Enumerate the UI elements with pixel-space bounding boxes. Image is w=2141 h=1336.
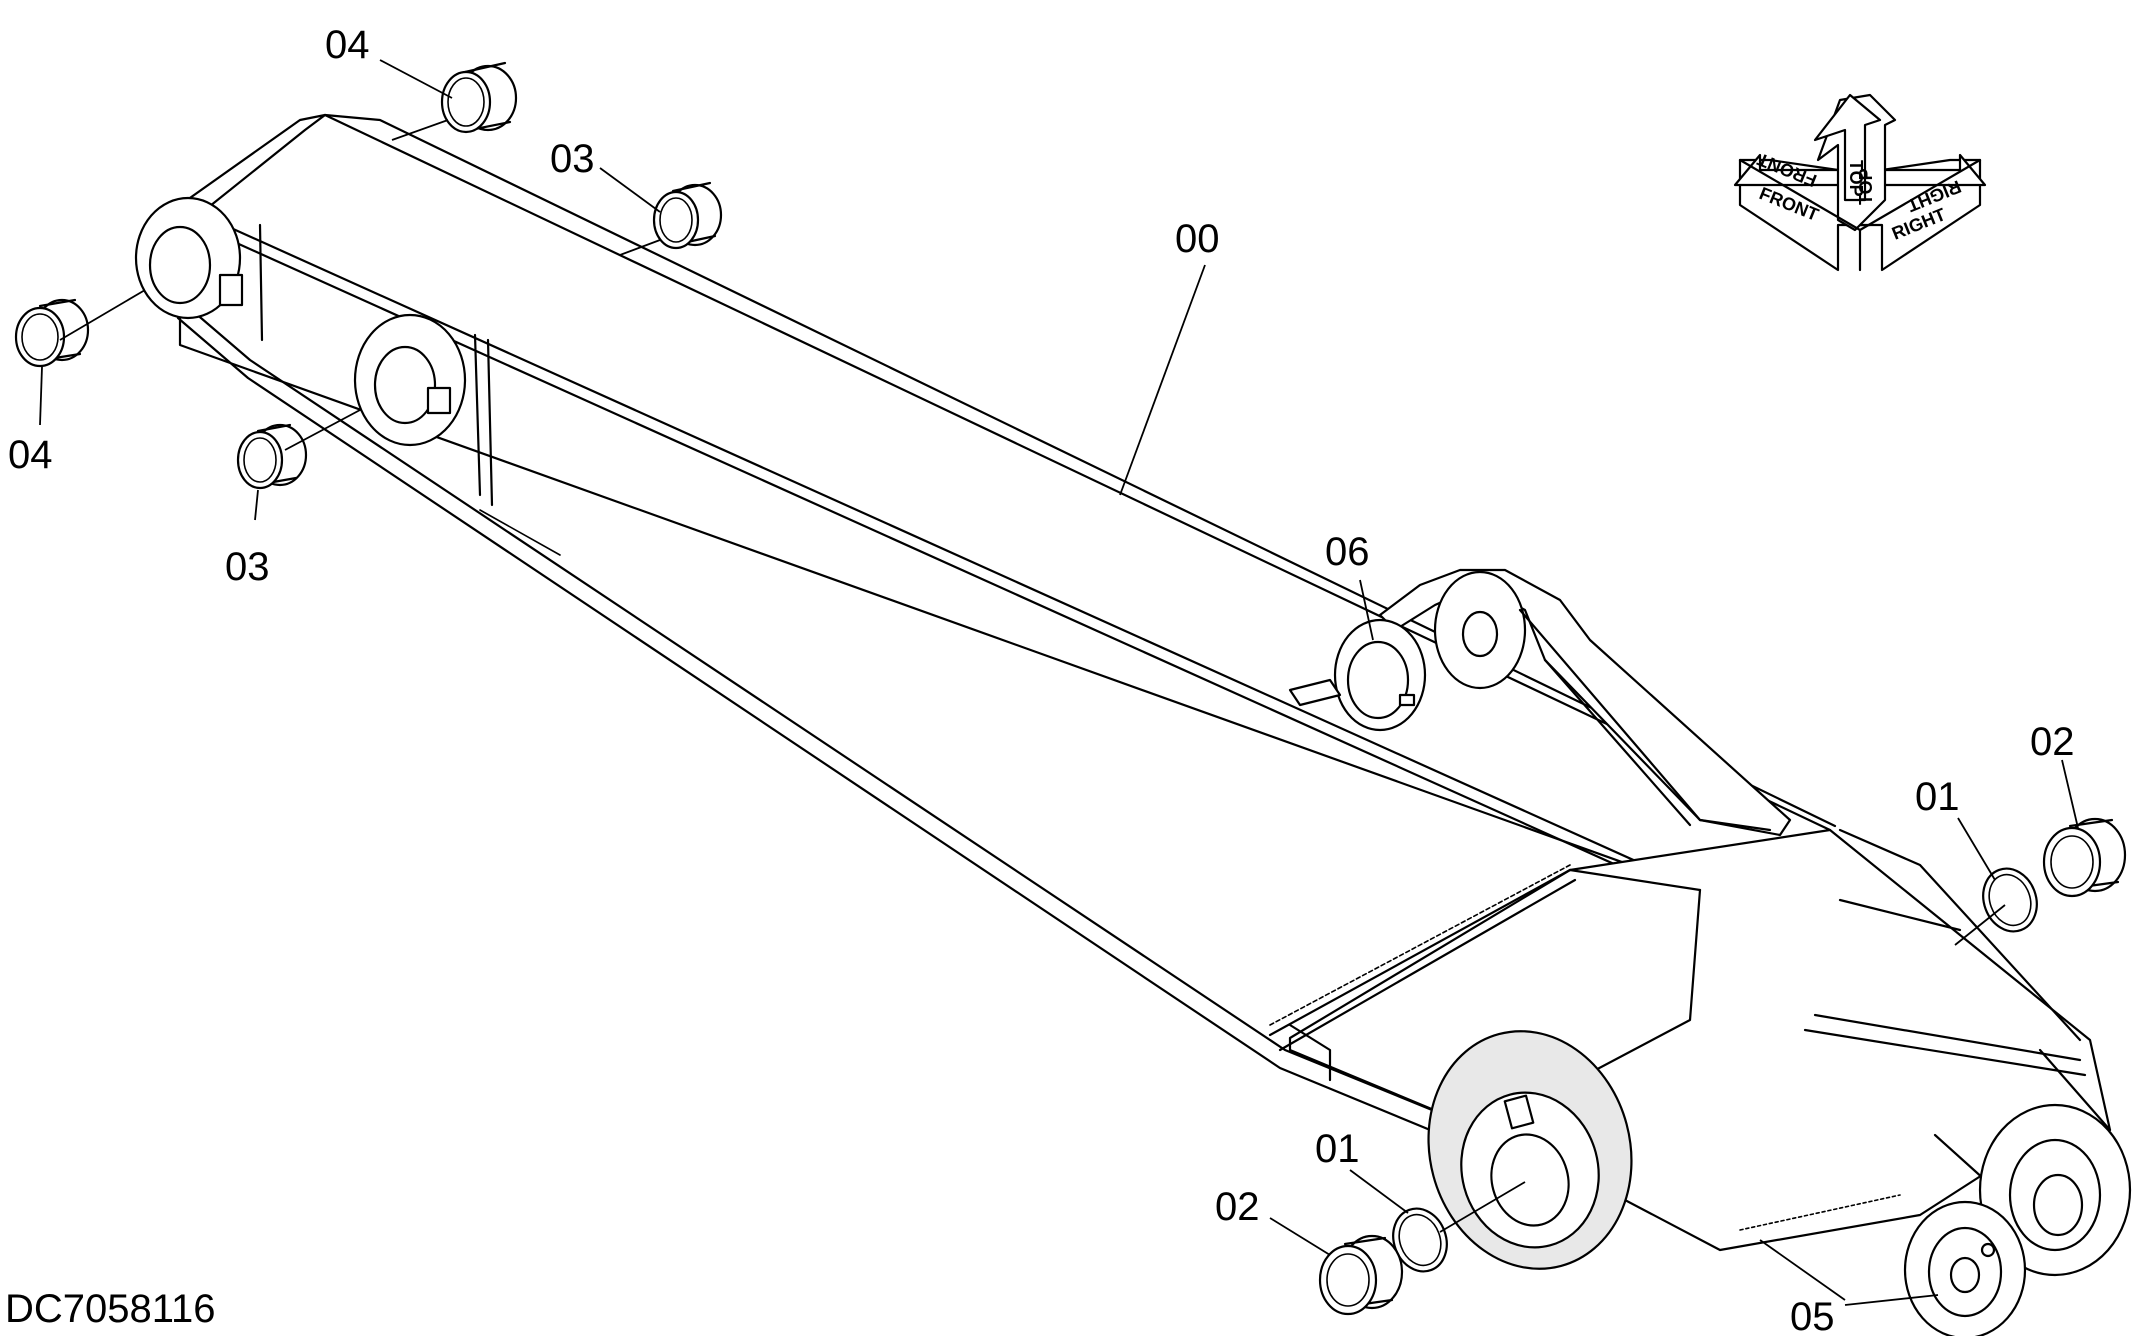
callout-02-bottom: 02 xyxy=(1215,1185,1260,1229)
callout-02-right: 02 xyxy=(2030,720,2075,764)
ring-01-right xyxy=(1982,867,2038,933)
callout-03-top: 03 xyxy=(550,137,595,181)
orientation-arrows: FRONT FRONT RIGHT RIGHT TOP TOP xyxy=(1733,93,1987,272)
label-top: TOP xyxy=(1846,160,1866,197)
callout-labels: 04 03 04 03 00 06 01 02 01 02 05 xyxy=(8,23,2075,1336)
label-top-mirror: TOP xyxy=(1856,168,1876,205)
callout-01-right: 01 xyxy=(1915,775,1960,819)
arm-body xyxy=(176,113,2132,1336)
bushing-02-right xyxy=(2042,817,2127,898)
bushing-02-bottom xyxy=(1318,1234,1404,1316)
bushing-04-left xyxy=(14,298,90,368)
callout-04-left: 04 xyxy=(8,433,53,477)
bushing-03-top xyxy=(652,181,723,250)
bushing-03-left xyxy=(236,423,308,490)
callout-05: 05 xyxy=(1790,1295,1835,1336)
rear-bosses xyxy=(134,196,467,447)
callout-04-top: 04 xyxy=(325,23,370,67)
arm-bracket xyxy=(1288,568,1792,837)
bushing-04-top xyxy=(440,61,518,134)
drawing-code: DC7058116 xyxy=(5,1287,216,1331)
ring-01-bottom xyxy=(1392,1207,1448,1273)
callout-06: 06 xyxy=(1325,530,1370,574)
callout-01-bottom: 01 xyxy=(1315,1127,1360,1171)
leader-lines xyxy=(39,59,2079,1306)
callout-00: 00 xyxy=(1175,217,1220,261)
callout-03-left: 03 xyxy=(225,545,270,589)
